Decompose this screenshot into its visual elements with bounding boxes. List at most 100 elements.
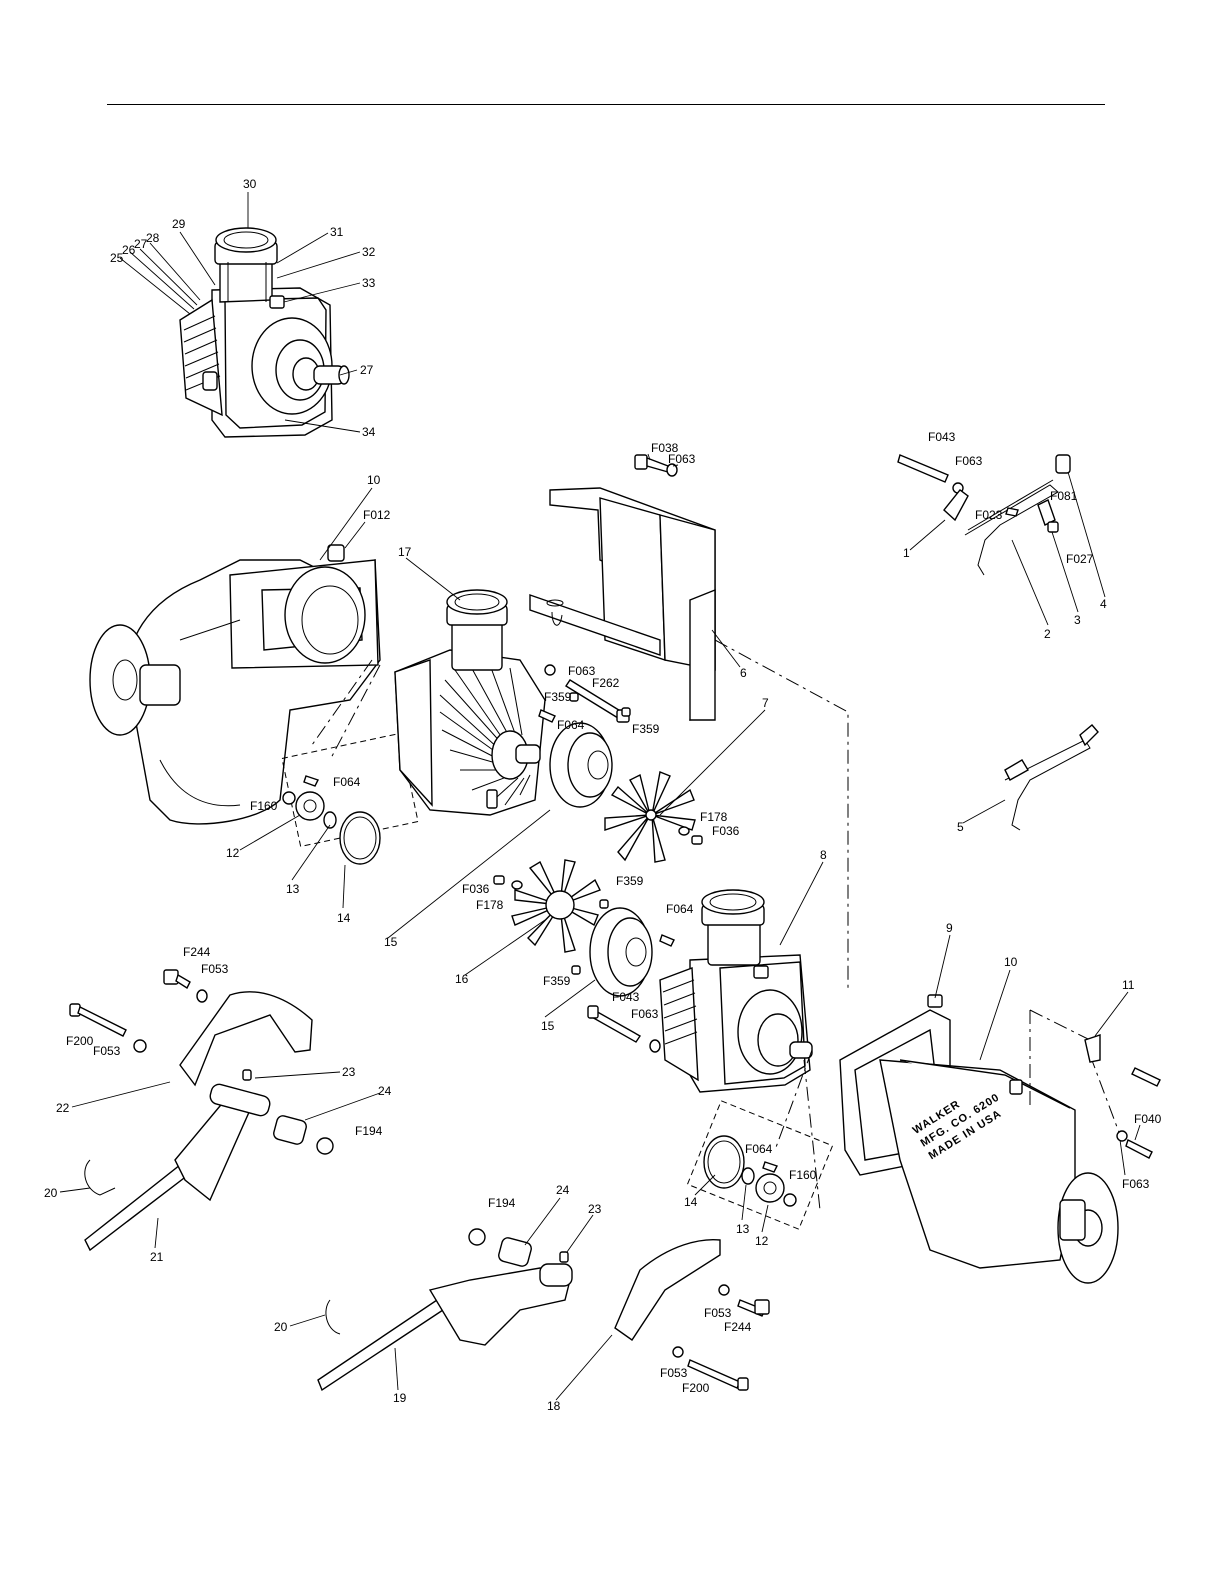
setscrew-f359d	[571, 965, 581, 975]
callout-31: 31	[330, 225, 344, 239]
label-f178-upper: F178	[700, 810, 728, 824]
fan-lower	[511, 859, 601, 953]
label-f359-lower-b: F359	[543, 974, 571, 988]
pump-assembly-lower	[659, 889, 813, 1093]
callout-23-lower: 23	[588, 1202, 602, 1216]
gearbox-housing-right: WALKER MFG. CO. 6200 MADE IN USA	[839, 994, 1119, 1284]
bolt-f244-left	[163, 969, 208, 1003]
callout-5: 5	[957, 820, 964, 834]
callout-17: 17	[398, 545, 412, 559]
pump-assembly-center	[394, 589, 546, 816]
setscrew-f359	[569, 692, 579, 702]
callout-18: 18	[547, 1399, 561, 1413]
callout-34: 34	[362, 425, 376, 439]
gear-set-upper	[282, 775, 381, 865]
header-rule	[107, 104, 1105, 105]
setscrew-f359c	[599, 899, 609, 909]
callout-33: 33	[362, 276, 376, 290]
label-f063-pump: F063	[568, 664, 596, 678]
callout-24-left: 24	[378, 1084, 392, 1098]
callout-4: 4	[1100, 597, 1107, 611]
callout-32: 32	[362, 245, 376, 259]
label-f063-right: F063	[1122, 1177, 1150, 1191]
label-f064-lower: F064	[666, 902, 694, 916]
bushing-24b	[498, 1237, 532, 1267]
label-f053-left-a: F053	[201, 962, 229, 976]
label-f064-upper: F064	[557, 718, 585, 732]
clip-11	[1084, 1034, 1101, 1063]
label-f194-lower: F194	[488, 1196, 516, 1210]
label-f194-left: F194	[355, 1124, 383, 1138]
bolt-f043-lower	[587, 1005, 661, 1053]
label-f012: F012	[363, 508, 391, 522]
shield-22	[179, 991, 313, 1087]
label-f359-lower-a: F359	[616, 874, 644, 888]
key-f064b	[659, 934, 675, 947]
label-f064-gear: F064	[333, 775, 361, 789]
bolt-11	[1131, 1067, 1161, 1087]
callout-13-upper: 13	[286, 882, 300, 896]
label-f063-top: F063	[668, 452, 696, 466]
bolt-f200-left	[69, 1003, 147, 1053]
screw-f036b	[493, 875, 505, 885]
label-f359-upper-a: F359	[544, 690, 572, 704]
callout-3: 3	[1074, 613, 1081, 627]
leader-lines	[59, 192, 1141, 1401]
label-f023: F023	[975, 508, 1003, 522]
callout-7: 7	[762, 696, 769, 710]
label-f053-right-b: F053	[660, 1366, 688, 1380]
alignment-lines-bracket11	[1029, 1009, 1121, 1136]
label-f053-right-a: F053	[704, 1306, 732, 1320]
callout-21: 21	[150, 1250, 164, 1264]
washer-f194	[316, 1137, 334, 1155]
bolt-f038	[634, 454, 678, 477]
label-f200-right: F200	[682, 1381, 710, 1395]
callout-20-lower: 20	[274, 1320, 288, 1334]
callout-10-right: 10	[1004, 955, 1018, 969]
callout-22: 22	[56, 1101, 70, 1115]
callout-13-lower: 13	[736, 1222, 750, 1236]
pump-assembly-inset	[179, 227, 350, 438]
label-f200-left: F200	[66, 1034, 94, 1048]
callout-28: 28	[146, 231, 160, 245]
gearbox-housing-left	[89, 544, 381, 825]
callout-8: 8	[820, 848, 827, 862]
callout-15-lower: 15	[541, 1019, 555, 1033]
gear-set-lower	[703, 1135, 797, 1207]
callout-9: 9	[946, 921, 953, 935]
callout-24-lower: 24	[556, 1183, 570, 1197]
grease-fitting-23	[242, 1069, 252, 1081]
label-f081: F081	[1050, 489, 1078, 503]
label-f036-upper: F036	[712, 824, 740, 838]
callout-25: 25	[110, 251, 124, 265]
label-f040: F040	[1134, 1112, 1162, 1126]
washer-f063e	[1116, 1130, 1128, 1142]
callout-labels: 30 29 28 27 26 25 31 32 33 27 34 10 F012…	[44, 177, 1162, 1413]
label-f064-gear-lower: F064	[745, 1142, 773, 1156]
bolt-f200-right	[672, 1346, 749, 1391]
key-f064	[538, 709, 556, 723]
label-f160-lower: F160	[789, 1168, 817, 1182]
grease-fitting-23b	[559, 1251, 569, 1263]
callout-10-left: 10	[367, 473, 381, 487]
callout-19: 19	[393, 1391, 407, 1405]
label-f038: F038	[651, 441, 679, 455]
callout-23-left: 23	[342, 1065, 356, 1079]
control-linkage	[897, 454, 1071, 576]
mounting-bracket	[529, 487, 716, 721]
callout-12-upper: 12	[226, 846, 240, 860]
shield-18	[614, 1238, 721, 1341]
label-f043-lower: F043	[612, 990, 640, 1004]
bolt-f040	[1125, 1139, 1153, 1159]
label-f063-lower: F063	[631, 1007, 659, 1021]
callout-14-upper: 14	[337, 911, 351, 925]
pulley-lower	[589, 907, 653, 997]
callout-2: 2	[1044, 627, 1051, 641]
label-f063-linkage: F063	[955, 454, 983, 468]
label-f359-upper-b: F359	[632, 722, 660, 736]
shift-arm-19	[317, 1263, 573, 1392]
pulley-upper	[549, 722, 613, 808]
label-f160-upper: F160	[250, 799, 278, 813]
